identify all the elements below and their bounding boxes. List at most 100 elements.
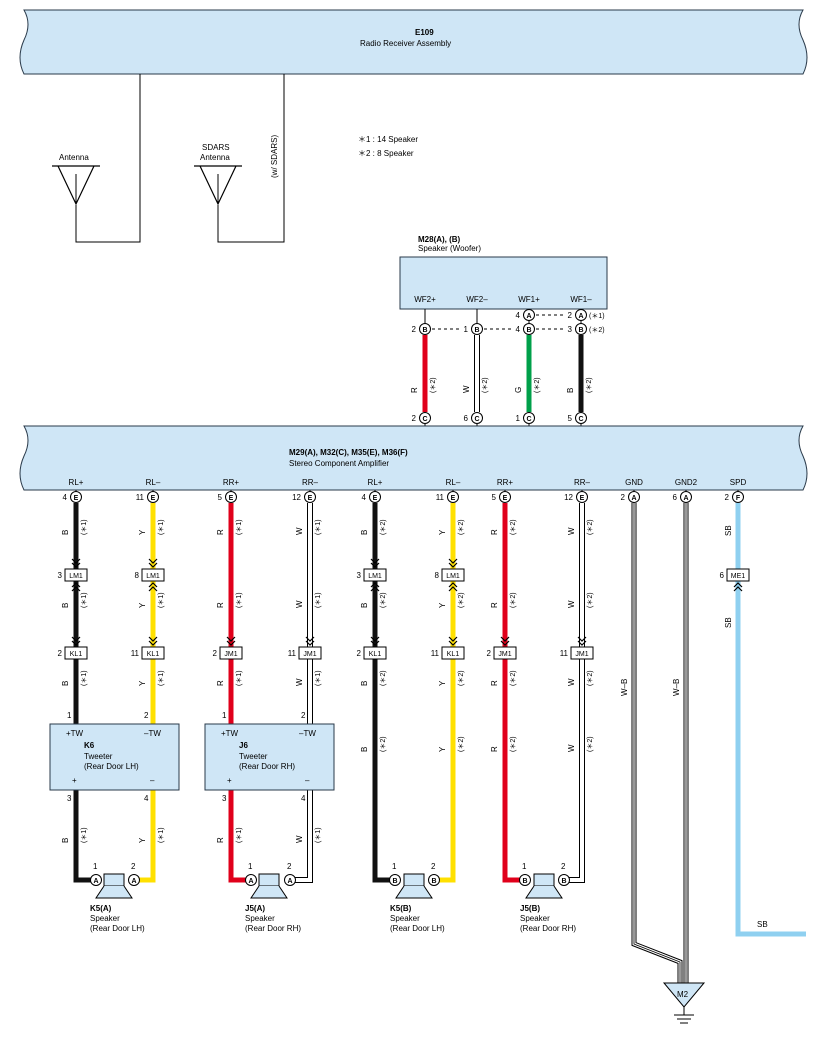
amp-conn-6-letter: E	[503, 495, 508, 502]
speaker-conn-1-b-ring	[284, 874, 296, 886]
amp-conn-c-1-ring	[471, 412, 483, 424]
wire-note-2-0: (＊1)	[236, 519, 243, 535]
woofer-pinb-0: 2	[412, 325, 417, 334]
woofer-wire-note-0: (＊2)	[430, 377, 437, 393]
woofer-box	[399, 256, 608, 310]
amp-conn-7-ring	[576, 491, 588, 503]
amp-pin-4: 4	[362, 493, 367, 502]
ground-m2: M2	[662, 982, 706, 1024]
junction-lm1-0: LM1	[64, 568, 88, 582]
amp-pin-2: 5	[218, 493, 223, 502]
junction-jm1-7: JM1	[570, 646, 594, 660]
kj-pin-5: 11	[431, 649, 440, 658]
amp-pin-0: 4	[63, 493, 68, 502]
tweeter-1-pin2: 2	[301, 711, 306, 720]
speaker-conn-2-a-ring	[389, 874, 401, 886]
sdars-label-2: Antenna	[200, 153, 230, 162]
svg-text:Tweeter: Tweeter	[84, 752, 113, 761]
tweeter-k6: +TW –TW K6 Tweeter (Rear Door LH) + –	[49, 723, 180, 791]
wire-note-5-0: (＊2)	[458, 519, 465, 535]
tweeter-1-pin4: 4	[301, 794, 306, 803]
sdars-label-1: SDARS	[202, 143, 230, 152]
wire-note-3-1: (＊1)	[315, 592, 322, 608]
me1-chevron	[733, 582, 743, 592]
speaker-conn-0-a-letter: A	[93, 878, 98, 885]
amp-conn-10: F	[732, 491, 744, 503]
amp-label-5: RL–	[446, 478, 461, 487]
woofer-conn-b-1: B	[471, 323, 483, 335]
woofer-conn-a-0-letter: A	[526, 313, 531, 320]
junction-lm1-3-label: LM1	[446, 573, 460, 580]
wire-note-5-1: (＊2)	[458, 592, 465, 608]
speaker-3-loc: (Rear Door RH)	[520, 924, 576, 933]
woofer-wire-note-3: (＊2)	[586, 377, 593, 393]
woofer-mark-2: (＊2)	[589, 327, 605, 334]
wire-code-6-0: R	[490, 529, 499, 535]
wire-code-7-2: W	[567, 678, 576, 686]
wire-note-5-2: (＊2)	[458, 670, 465, 686]
wire-code-1-1: Y	[138, 602, 147, 608]
speaker-cone-2	[395, 885, 433, 899]
wire-code-7-0: W	[567, 527, 576, 535]
amp-conn-7-letter: E	[580, 495, 585, 502]
speaker-2-code: K5(B)	[390, 904, 412, 913]
amp-label-9: GND2	[675, 478, 698, 487]
amp-conn-1-ring	[147, 491, 159, 503]
woofer-wire-note-2: (＊2)	[534, 377, 541, 393]
amp-conn-6-ring	[499, 491, 511, 503]
lm-chevron-top-1	[148, 558, 158, 568]
speaker-0-pin1: 1	[93, 862, 98, 871]
woofer-conn-b-3-ring	[575, 323, 587, 335]
junction-jm1-3: JM1	[298, 646, 322, 660]
wire-note-4-2: (＊2)	[380, 670, 387, 686]
wire-note-mid-5: (＊2)	[458, 736, 465, 752]
me1-pin: 6	[720, 571, 725, 580]
woofer-pin-0: WF2+	[414, 295, 436, 304]
junction-jm1-2-label: JM1	[224, 651, 237, 658]
amplifier-box: M29(A), M32(C), M35(E), M36(F) Stereo Co…	[19, 425, 808, 491]
wire-code-0-0: B	[61, 530, 70, 535]
speaker-icon-2	[403, 873, 425, 887]
wire-lower-3	[293, 790, 312, 882]
svg-text:–: –	[150, 776, 155, 785]
speaker-conn-0-b-letter: A	[131, 878, 136, 885]
junction-lm1-0-label: LM1	[69, 573, 83, 580]
svg-text:(Rear Door LH): (Rear Door LH)	[84, 762, 139, 771]
lm-chevron-bottom-2	[370, 582, 380, 592]
amp-pin-3: 12	[292, 493, 301, 502]
wire-note-mid-6: (＊2)	[510, 736, 517, 752]
woofer-conn-b-0-ring	[419, 323, 431, 335]
speaker-conn-3-a-ring	[519, 874, 531, 886]
junction-kl1-4-frame	[363, 646, 387, 660]
amp-conn-c-2-ring	[523, 412, 535, 424]
spd-wire-code-1: SB	[724, 525, 733, 536]
wire-code-mid-7: W	[567, 744, 576, 752]
kj-chevron-4	[370, 636, 380, 646]
amp-conn-0: E	[70, 491, 82, 503]
wire-code-3-1: W	[295, 600, 304, 608]
amp-label-8: GND	[625, 478, 643, 487]
woofer-name: Speaker (Woofer)	[418, 244, 481, 253]
amp-label-10: SPD	[730, 478, 747, 487]
woofer-conn-b-3: B	[575, 323, 587, 335]
amp-conn-4-ring	[369, 491, 381, 503]
junction-jm1-2: JM1	[219, 646, 243, 660]
junction-lm1-2-frame	[363, 568, 387, 582]
wire-note-low-3: (＊1)	[315, 827, 322, 843]
wire-note-6-1: (＊2)	[510, 592, 517, 608]
amplifier-code: M29(A), M32(C), M35(E), M36(F)	[289, 448, 408, 457]
ground-label: M2	[677, 990, 689, 999]
woofer-conn-a-1-letter: A	[578, 313, 583, 320]
amp-conn-2: E	[225, 491, 237, 503]
radio-name: Radio Receiver Assembly	[360, 39, 451, 48]
wire-note-7-0: (＊2)	[587, 519, 594, 535]
amp-conn-9-ring	[680, 491, 692, 503]
tweeter-1-pin3: 3	[222, 794, 227, 803]
junction-kl1-5-frame	[441, 646, 465, 660]
tweeter-0-pin1: 1	[67, 711, 72, 720]
speaker-conn-2-b-letter: B	[431, 878, 436, 885]
junction-me1-frame	[726, 568, 750, 582]
amp-conn-9: A	[680, 491, 692, 503]
